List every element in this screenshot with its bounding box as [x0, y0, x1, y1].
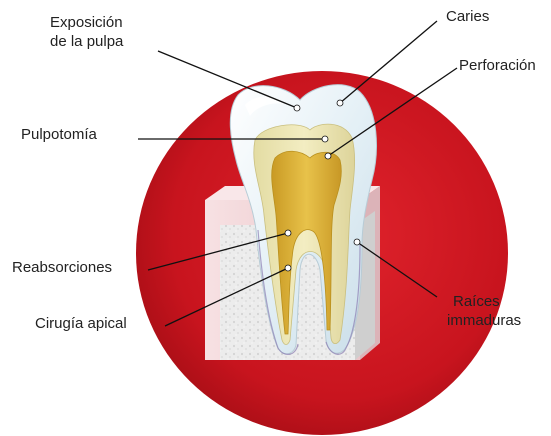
label-cirugia-apical: Cirugía apical: [35, 314, 127, 333]
label-raices-inmaduras: Raíces immaduras: [453, 292, 521, 330]
endpoint-exposicion: [294, 105, 300, 111]
label-caries: Caries: [446, 7, 489, 26]
label-exposicion-line1: Exposición: [50, 14, 123, 31]
label-raices-line2: immaduras: [447, 312, 521, 329]
label-exposicion-line2: de la pulpa: [50, 33, 123, 50]
endpoint-caries: [337, 100, 343, 106]
endpoint-perforacion: [325, 153, 331, 159]
endpoint-cirugia: [285, 265, 291, 271]
endpoint-pulpotomia: [322, 136, 328, 142]
label-reabsorciones: Reabsorciones: [12, 258, 112, 277]
label-pulpotomia: Pulpotomía: [21, 125, 97, 144]
label-perforacion: Perforación: [459, 56, 536, 75]
endpoint-raices: [354, 239, 360, 245]
endpoint-reabsorciones: [285, 230, 291, 236]
label-raices-line1: Raíces: [453, 293, 500, 310]
label-exposicion-pulpa: Exposición de la pulpa: [50, 13, 123, 51]
